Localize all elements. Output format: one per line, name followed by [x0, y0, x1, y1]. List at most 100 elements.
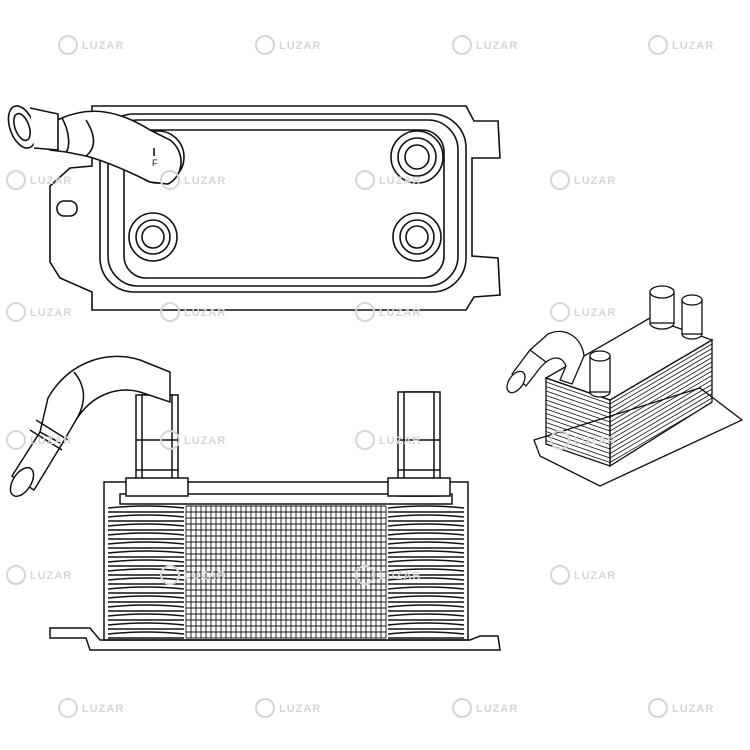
- watermark-logo-icon: [255, 35, 275, 55]
- fin-plate: [107, 541, 185, 545]
- iso-hose: [506, 330, 585, 394]
- iso-fin-right: [609, 397, 713, 459]
- fin-plate: [387, 532, 465, 536]
- watermark-text: LUZAR: [30, 175, 72, 187]
- top-view-port-bottom-left: [128, 212, 178, 262]
- fin-plate: [107, 586, 185, 590]
- iso-fin-right: [609, 402, 713, 463]
- iso-fin-front: [545, 422, 611, 445]
- fin-plate: [107, 622, 185, 626]
- top-view-mount-slot: [56, 200, 78, 217]
- fin-plate: [387, 505, 465, 509]
- watermark-logo-icon: [452, 35, 472, 55]
- watermark: LUZAR: [550, 430, 616, 450]
- top-view-plate: [123, 129, 445, 279]
- fin-plate: [387, 577, 465, 581]
- watermark: LUZAR: [550, 170, 615, 190]
- fin-plate: [107, 595, 185, 599]
- fin-plate: [387, 541, 465, 545]
- top-view-port-bottom-right: [392, 212, 442, 262]
- watermark-logo-icon: [58, 35, 78, 55]
- iso-fin-front: [545, 417, 611, 441]
- watermark-text: LUZAR: [184, 435, 226, 447]
- top-view-pipe: [7, 105, 182, 185]
- watermark: LUZAR: [355, 170, 421, 190]
- watermark-text: LUZAR: [574, 307, 616, 319]
- watermark: LUZAR: [160, 302, 226, 322]
- iso-fin-right: [609, 375, 713, 436]
- iso-fin-front: [545, 408, 611, 432]
- iso-fitting-2: [681, 294, 703, 340]
- watermark: LUZAR: [58, 35, 124, 55]
- watermark-text: LUZAR: [672, 40, 714, 52]
- iso-fin-right: [609, 343, 713, 405]
- iso-fin-right: [609, 348, 713, 409]
- watermark-text: LUZAR: [476, 703, 518, 715]
- front-view-fitting-right: [387, 391, 451, 497]
- iso-fin-right: [609, 357, 713, 418]
- watermark: LUZAR: [355, 565, 420, 585]
- iso-fin-front: [545, 386, 611, 409]
- watermark: LUZAR: [648, 35, 714, 55]
- watermark-logo-icon: [355, 170, 375, 190]
- iso-fin-right: [609, 384, 713, 445]
- watermark-text: LUZAR: [184, 307, 226, 319]
- watermark-text: LUZAR: [184, 570, 226, 582]
- top-view-body-outer: [99, 113, 467, 293]
- watermark: LUZAR: [648, 698, 713, 718]
- front-view-hose: [9, 355, 171, 498]
- fin-plate: [107, 550, 185, 554]
- watermark-text: LUZAR: [279, 703, 321, 715]
- top-view: F: [7, 105, 501, 311]
- watermark: LUZAR: [160, 170, 225, 190]
- iso-fitting-3: [589, 350, 611, 398]
- watermark-logo-icon: [160, 565, 180, 585]
- watermark-logo-icon: [550, 430, 570, 450]
- watermark-layer: LUZAR LUZAR LUZAR LUZAR LUZAR LUZAR LUZAR LUZAR…: [6, 35, 714, 718]
- watermark: LUZAR: [6, 430, 71, 450]
- fin-plate: [387, 613, 465, 617]
- fin-plate: [107, 532, 185, 536]
- watermark: LUZAR: [355, 430, 420, 450]
- watermark-logo-icon: [550, 170, 570, 190]
- watermark: LUZAR: [452, 698, 518, 718]
- watermark: LUZAR: [6, 170, 72, 190]
- fin-plate: [107, 559, 185, 563]
- watermark-text: LUZAR: [279, 40, 321, 52]
- fin-plate: [387, 559, 465, 563]
- fin-plate: [387, 523, 465, 527]
- watermark-logo-icon: [355, 430, 375, 450]
- front-view-stack-outer: [103, 481, 469, 641]
- watermark-text: LUZAR: [30, 307, 72, 319]
- watermark-text: LUZAR: [379, 175, 421, 187]
- watermark-logo-icon: [160, 302, 180, 322]
- watermark-logo-icon: [160, 170, 180, 190]
- watermark: LUZAR: [550, 302, 616, 322]
- watermark-text: LUZAR: [30, 570, 72, 582]
- front-view-base-plate: [49, 627, 501, 651]
- watermark: LUZAR: [160, 430, 226, 450]
- iso-base-plate: [533, 387, 744, 487]
- front-view-stack-top: [119, 493, 453, 505]
- watermark-logo-icon: [58, 698, 78, 718]
- watermark-logo-icon: [6, 430, 26, 450]
- iso-fin-front: [545, 440, 611, 463]
- watermark: LUZAR: [255, 698, 321, 718]
- fin-plate: [387, 631, 465, 635]
- watermark: LUZAR: [58, 698, 123, 718]
- fin-plate: [387, 604, 465, 608]
- watermark-logo-icon: [6, 302, 26, 322]
- watermark-logo-icon: [355, 565, 375, 585]
- watermark: LUZAR: [452, 35, 517, 55]
- watermark-text: LUZAR: [82, 40, 124, 52]
- port-marking-label: F: [152, 158, 158, 168]
- top-view-port-top-right: [390, 130, 444, 184]
- fin-plate: [387, 514, 465, 518]
- fin-plate: [107, 613, 185, 617]
- fin-plate: [387, 622, 465, 626]
- iso-fin-right: [609, 393, 713, 454]
- watermark-text: LUZAR: [574, 435, 616, 447]
- watermark-logo-icon: [255, 698, 275, 718]
- isometric-view: [506, 285, 744, 487]
